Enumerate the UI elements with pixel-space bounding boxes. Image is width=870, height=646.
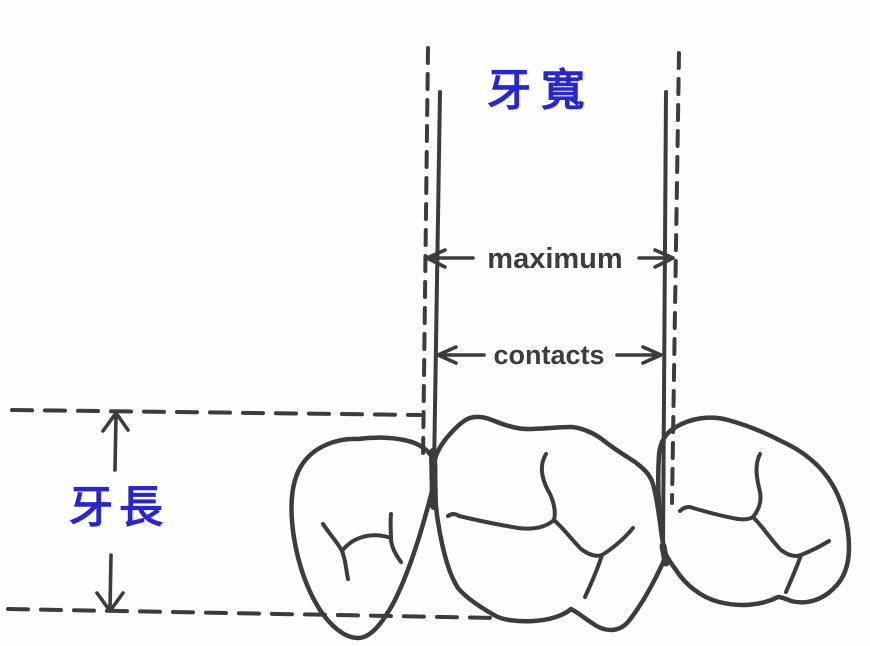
right-tooth-groove <box>678 505 755 522</box>
middle-tooth-groove <box>552 518 604 558</box>
right-tooth-groove <box>751 452 763 519</box>
right-tooth-groove <box>799 539 831 557</box>
right-contact-point <box>659 542 670 567</box>
left-maximum-dashed-line <box>421 46 430 462</box>
contacts-label: contacts <box>493 340 604 370</box>
tooth-length-up-arrow <box>101 411 130 472</box>
right-maximum-dashed-line <box>670 51 681 505</box>
left-tooth-groove <box>388 512 403 564</box>
maximum-label: maximum <box>487 243 622 275</box>
right-tooth-outline <box>656 415 852 608</box>
middle-tooth <box>432 414 669 633</box>
left-tooth-outline <box>289 435 438 641</box>
contacts-right-arrow <box>615 345 663 365</box>
construction-lines <box>6 46 681 620</box>
tooth-length-bottom-dashed-line <box>6 607 502 620</box>
dimension-arrows <box>95 248 675 613</box>
tooth-width-label: 牙寬 <box>487 66 595 115</box>
middle-tooth-groove <box>446 512 556 531</box>
middle-tooth-groove <box>600 526 635 557</box>
right-tooth-groove <box>784 553 803 594</box>
teeth-drawing <box>289 414 852 641</box>
left-tooth-groove <box>340 533 393 553</box>
middle-tooth-groove <box>539 452 557 522</box>
tooth-length-down-arrow <box>95 553 125 613</box>
maximum-right-arrow <box>637 248 675 269</box>
right-tooth-groove <box>751 515 803 558</box>
right-tooth <box>656 415 852 608</box>
left-tooth <box>289 435 438 641</box>
left-contact-point <box>429 448 438 510</box>
left-tooth-groove <box>321 522 350 581</box>
maximum-left-arrow <box>425 248 475 269</box>
middle-tooth-groove <box>583 553 604 599</box>
right-contact-solid-line <box>661 90 668 550</box>
tooth-length-top-dashed-line <box>10 408 422 417</box>
contacts-left-arrow <box>436 345 486 365</box>
left-contact-solid-line <box>432 90 442 472</box>
tooth-length-label: 牙長 <box>69 483 169 532</box>
